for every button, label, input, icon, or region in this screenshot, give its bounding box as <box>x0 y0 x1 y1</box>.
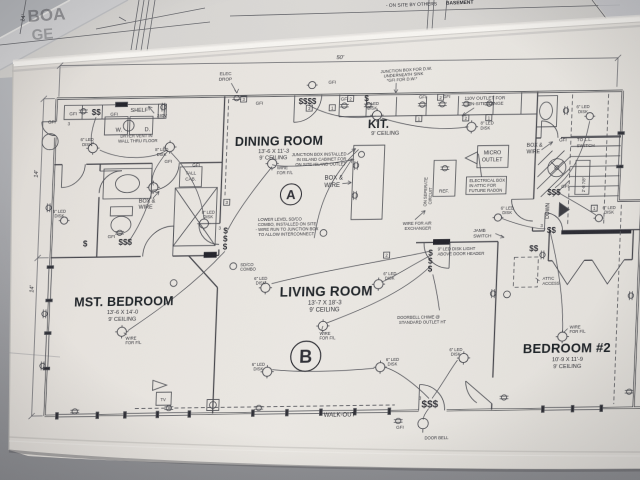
floor-plan-photo: BOA GE - ON SITE BY OTHERS BASEMENT 14' <box>0 0 640 480</box>
photo-vignette <box>0 0 640 480</box>
blueprint-photo-svg: BOA GE - ON SITE BY OTHERS BASEMENT 14' <box>0 0 640 480</box>
